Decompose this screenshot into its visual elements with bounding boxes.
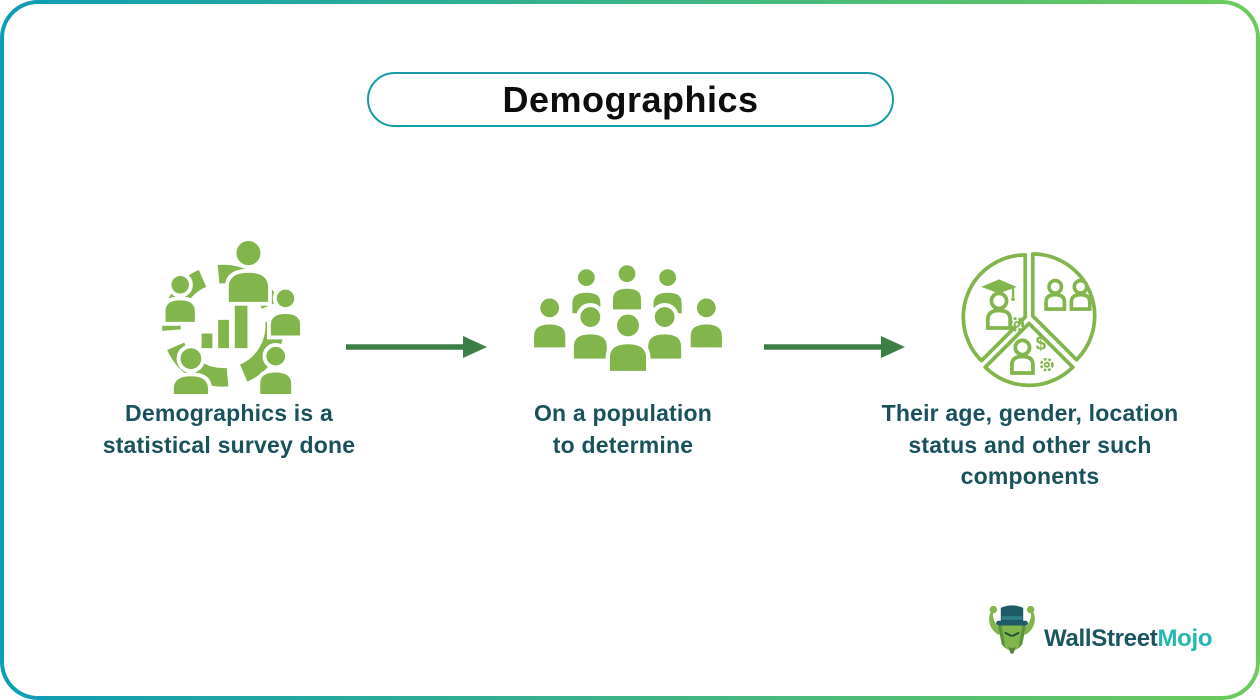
pie-chart-people-segments-icon: $ — [953, 240, 1105, 395]
step-caption-components: Their age, gender, location status and o… — [881, 400, 1179, 489]
bull-mascot-icon — [989, 605, 1035, 654]
step-caption-survey: Demographics is a statistical survey don… — [102, 400, 356, 458]
logo-wordmark: WallStreetMojo — [1044, 625, 1213, 653]
arrow-right-icon — [764, 336, 905, 358]
step-caption-population: On a population to determine — [533, 400, 713, 458]
page-title: Demographics — [502, 78, 759, 120]
title-banner: Demographics — [367, 72, 894, 127]
wallstreetmojo-logo: WallStreetMojo — [984, 600, 1213, 664]
logo-text-mojo: Mojo — [1157, 625, 1213, 652]
logo-text-wallstreet: WallStreet — [1044, 625, 1158, 652]
population-crowd-icon — [527, 261, 729, 381]
arrow-right-icon — [346, 336, 487, 358]
people-around-chart-icon — [148, 236, 304, 406]
dollar-sign-glyph: $ — [1036, 333, 1047, 354]
